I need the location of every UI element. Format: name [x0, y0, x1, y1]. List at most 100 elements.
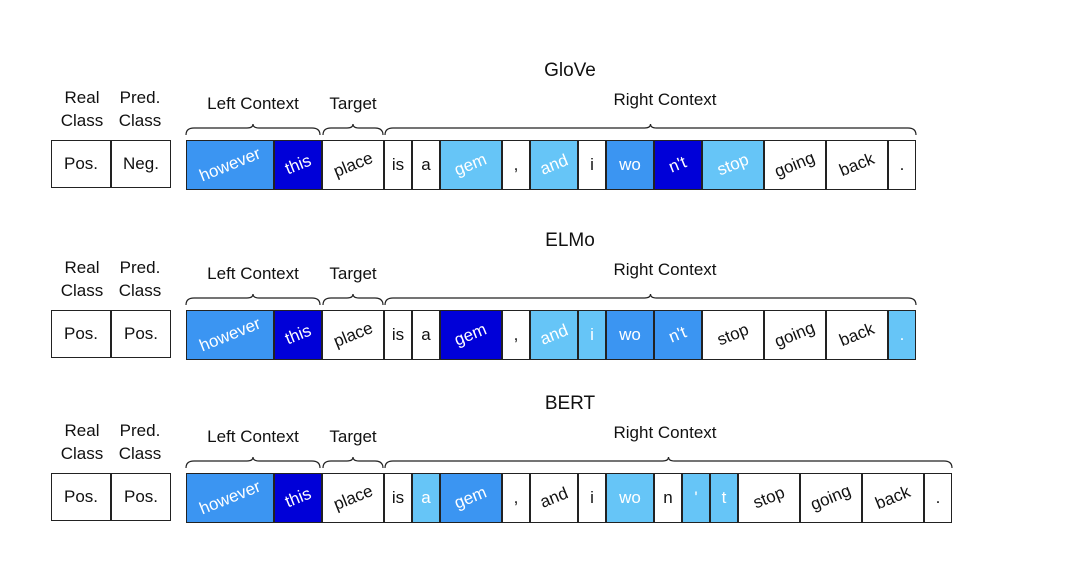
token-17: .: [924, 473, 952, 523]
token-text: ': [694, 488, 698, 507]
token-text: place: [330, 481, 376, 514]
token-text: gem: [451, 319, 490, 350]
token-15: .: [888, 310, 916, 360]
right-context-header: Right Context: [613, 260, 717, 279]
left-context-brace: [185, 293, 321, 306]
token-text: a: [421, 325, 431, 344]
token-16: back: [862, 473, 924, 523]
token-text: .: [899, 325, 905, 344]
token-text: back: [836, 148, 878, 181]
token-5: a: [412, 473, 440, 523]
token-8: and: [530, 140, 578, 190]
token-9: i: [578, 140, 606, 190]
token-11: n: [654, 473, 682, 523]
token-text: wo: [619, 325, 641, 344]
token-text: going: [771, 317, 818, 352]
target-brace: [322, 293, 384, 306]
right-context-header: Right Context: [613, 423, 717, 442]
token-text: and: [537, 150, 571, 179]
real-class-box: Pos.: [51, 140, 111, 188]
token-text: i: [590, 325, 594, 344]
token-6: gem: [440, 310, 502, 360]
panel-title: BERT: [544, 393, 596, 414]
token-text: i: [590, 155, 594, 174]
token-1: however: [186, 140, 274, 190]
pred-class-header: Pred.Class: [118, 258, 162, 300]
token-4: is: [384, 473, 412, 523]
right-context-brace: [384, 456, 953, 469]
target-header: Target: [329, 94, 377, 113]
token-text: t: [721, 488, 727, 507]
token-9: i: [578, 310, 606, 360]
token-14: back: [826, 140, 888, 190]
right-context-brace: [384, 293, 917, 306]
token-text: and: [537, 483, 571, 512]
token-text: stop: [750, 482, 788, 513]
target-brace: [322, 123, 384, 136]
token-text: n't: [666, 152, 690, 177]
token-text: is: [391, 325, 405, 344]
token-7: ,: [502, 310, 530, 360]
token-text: is: [391, 155, 405, 174]
pred-class-box: Neg.: [111, 140, 171, 188]
token-text: .: [935, 488, 941, 507]
token-text: this: [281, 483, 314, 512]
pred-class-header: Pred.Class: [118, 421, 162, 463]
token-14: stop: [738, 473, 800, 523]
token-11: n't: [654, 140, 702, 190]
token-9: i: [578, 473, 606, 523]
token-text: stop: [714, 149, 752, 180]
pred-class-box: Pos.: [111, 473, 171, 521]
token-text: gem: [451, 149, 490, 180]
token-text: is: [391, 488, 405, 507]
token-13: t: [710, 473, 738, 523]
token-1: however: [186, 473, 274, 523]
left-context-header: Left Context: [207, 94, 299, 113]
real-class-box: Pos.: [51, 310, 111, 358]
token-5: a: [412, 140, 440, 190]
token-text: a: [421, 488, 431, 507]
token-text: however: [196, 476, 264, 519]
token-text: stop: [714, 319, 752, 350]
token-2: this: [274, 140, 322, 190]
token-text: back: [836, 318, 878, 351]
token-text: however: [196, 143, 264, 186]
token-10: wo: [606, 310, 654, 360]
token-12: stop: [702, 140, 764, 190]
left-context-brace: [185, 123, 321, 136]
left-context-brace: [185, 456, 321, 469]
token-text: and: [537, 320, 571, 349]
token-text: wo: [619, 488, 641, 507]
left-context-header: Left Context: [207, 427, 299, 446]
token-3: place: [322, 140, 384, 190]
token-4: is: [384, 310, 412, 360]
token-2: this: [274, 473, 322, 523]
real-class-box: Pos.: [51, 473, 111, 521]
token-6: gem: [440, 140, 502, 190]
token-text: wo: [619, 155, 641, 174]
right-context-header: Right Context: [613, 90, 717, 109]
token-text: ,: [513, 488, 519, 507]
token-text: this: [281, 150, 314, 179]
token-14: back: [826, 310, 888, 360]
left-context-header: Left Context: [207, 264, 299, 283]
token-12: ': [682, 473, 710, 523]
token-8: and: [530, 310, 578, 360]
token-text: a: [421, 155, 431, 174]
token-12: stop: [702, 310, 764, 360]
token-text: n't: [666, 322, 690, 347]
right-context-brace: [384, 123, 917, 136]
token-3: place: [322, 473, 384, 523]
target-header: Target: [329, 427, 377, 446]
token-text: back: [872, 481, 914, 514]
token-1: however: [186, 310, 274, 360]
token-text: ,: [513, 325, 519, 344]
token-10: wo: [606, 473, 654, 523]
token-text: .: [899, 155, 905, 174]
token-text: going: [771, 147, 818, 182]
